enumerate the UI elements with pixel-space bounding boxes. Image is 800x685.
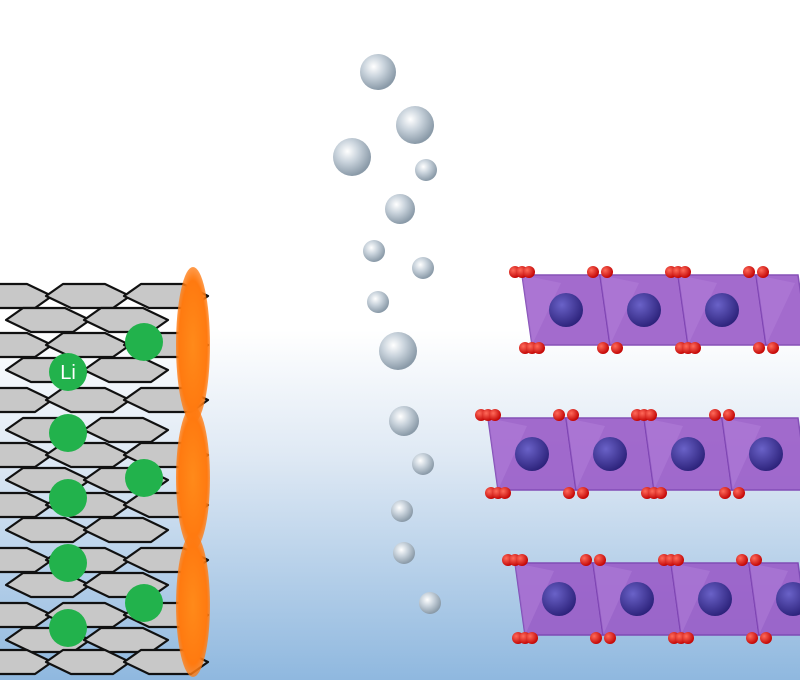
oxygen-atom [489, 409, 501, 421]
oxygen-atom [563, 487, 575, 499]
gas-bubble [415, 159, 437, 181]
octahedron-facet [522, 275, 561, 345]
oxygen-atom [645, 409, 657, 421]
metal-atom [698, 582, 732, 616]
gas-bubble [412, 257, 434, 279]
oxide-layer [509, 266, 800, 354]
oxygen-atom [601, 266, 613, 278]
metal-atom [671, 437, 705, 471]
gas-bubble [379, 332, 417, 370]
octahedron-facet [566, 418, 605, 490]
oxygen-atom [672, 554, 684, 566]
gas-bubble [367, 291, 389, 313]
metal-atom [749, 437, 783, 471]
lithium-ion [49, 414, 87, 452]
gas-bubble [393, 542, 415, 564]
oxygen-atom [594, 554, 606, 566]
oxide-layer [502, 554, 800, 644]
oxygen-atom [587, 266, 599, 278]
lithium-ion [49, 479, 87, 517]
oxygen-atom [689, 342, 701, 354]
lithium-label: Li [60, 362, 76, 384]
oxygen-atom [736, 554, 748, 566]
lithium-ion [49, 544, 87, 582]
oxygen-atom [655, 487, 667, 499]
oxygen-atom [760, 632, 772, 644]
oxygen-atom [709, 409, 721, 421]
metal-atom [593, 437, 627, 471]
sei-lobe [176, 406, 210, 550]
octahedron-facet [756, 275, 795, 345]
gas-bubble [385, 194, 415, 224]
lithium-ion [49, 609, 87, 647]
oxygen-atom [597, 342, 609, 354]
gas-bubble [389, 406, 419, 436]
metal-atom [515, 437, 549, 471]
oxygen-atom [553, 409, 565, 421]
octahedron-facet [600, 275, 639, 345]
octahedron-facet [644, 418, 683, 490]
oxygen-atom [533, 342, 545, 354]
oxygen-atom [580, 554, 592, 566]
metal-atom [620, 582, 654, 616]
graphene-sheet [82, 516, 170, 544]
gas-bubble [360, 54, 396, 90]
octahedron-facet [593, 563, 632, 635]
graphene-sheet [82, 416, 170, 444]
lithium-ion [125, 323, 163, 361]
oxygen-atom [526, 632, 538, 644]
metal-atom [542, 582, 576, 616]
octahedron-facet [749, 563, 788, 635]
oxygen-atom [750, 554, 762, 566]
oxygen-atom [523, 266, 535, 278]
oxygen-atom [516, 554, 528, 566]
oxygen-atom [611, 342, 623, 354]
oxygen-atom [723, 409, 735, 421]
oxygen-atom [679, 266, 691, 278]
layered-oxide-cathode [475, 266, 800, 644]
lithium-ion [49, 353, 87, 391]
octahedron-facet [488, 418, 527, 490]
metal-atom [549, 293, 583, 327]
gas-bubble [396, 106, 434, 144]
oxygen-atom [753, 342, 765, 354]
oxygen-atom [567, 409, 579, 421]
oxygen-atom [719, 487, 731, 499]
oxygen-atom [577, 487, 589, 499]
gas-bubble [363, 240, 385, 262]
oxygen-atom [590, 632, 602, 644]
metal-atom [705, 293, 739, 327]
lithium-ion [125, 459, 163, 497]
oxide-layer [475, 409, 800, 499]
oxygen-atom [746, 632, 758, 644]
graphene-sheet [82, 356, 170, 384]
oxygen-atom [604, 632, 616, 644]
lithium-ion [125, 584, 163, 622]
octahedron-facet [671, 563, 710, 635]
octahedron-facet [722, 418, 761, 490]
gas-bubble [412, 453, 434, 475]
oxygen-atom [499, 487, 511, 499]
lithium-ions: Li [49, 323, 163, 647]
metal-atom [627, 293, 661, 327]
octahedron [748, 562, 800, 636]
octahedron [755, 274, 800, 346]
oxygen-atom [767, 342, 779, 354]
metal-atom [776, 582, 800, 616]
octahedron-facet [515, 563, 554, 635]
oxygen-atom [682, 632, 694, 644]
oxygen-atom [743, 266, 755, 278]
gas-bubbles [333, 54, 441, 614]
oxygen-atom [733, 487, 745, 499]
sei-lobe [176, 533, 210, 677]
gas-bubble [391, 500, 413, 522]
sei-lobe [176, 267, 210, 423]
oxygen-atom [757, 266, 769, 278]
sei-interface-layer [176, 267, 210, 677]
gas-bubble [419, 592, 441, 614]
octahedron-facet [678, 275, 717, 345]
gas-bubble [333, 138, 371, 176]
